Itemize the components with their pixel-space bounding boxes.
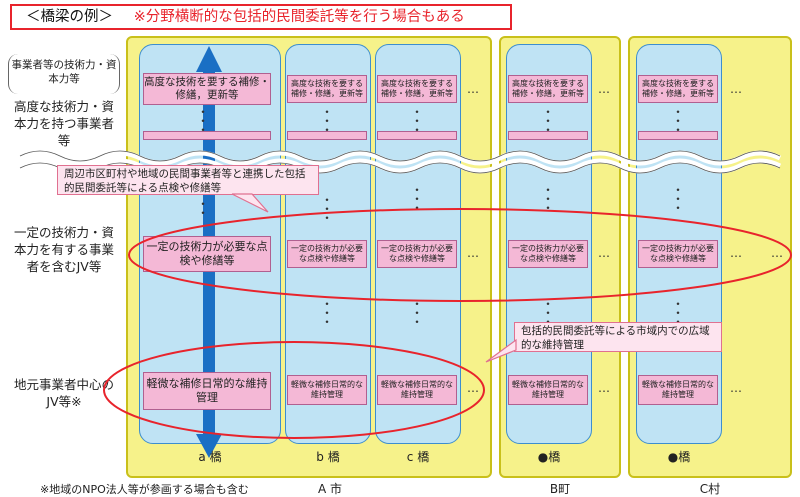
title-note: ※分野横断的な包括的民間委託等を行う場合もある [133,9,465,25]
ellipsis-cvillage-high: … [730,82,742,96]
cell-cvillage-mid-tech: 一定の技術力が必要な点検や修繕等 [638,240,718,268]
municipality-b-town: B町 [549,482,571,496]
cell-btown-high-tech: 高度な技術を要する補修・修繕，更新等 [508,75,588,103]
cell-cvillage-local: 軽微な補修日常的な維持管理 [638,375,718,405]
label-capability-brace: 事業者等の技術力・資本力等 [8,54,120,94]
cell-a-mid-tech: 一定の技術力が必要な点検や修繕等 [143,236,271,272]
bar-cvillage-high [638,131,718,140]
vdots-b-low: ・・・ [321,297,334,329]
bridge-btown-name: ●橋 [537,450,561,464]
vdots-c-upper: ・・・ [411,105,424,137]
bar-b-high [287,131,367,140]
ellipsis-cvillage-mid: … [730,246,742,260]
ellipsis-btown-high: … [598,82,610,96]
ellipsis-a-high: … [467,82,479,96]
cell-btown-mid-tech: 一定の技術力が必要な点検や修繕等 [508,240,588,268]
ellipsis-a-low: … [467,381,479,395]
ellipsis-btown-mid: … [598,246,610,260]
vdots-c-mid: ・・・ [411,183,424,215]
cell-cvillage-high-tech: 高度な技術を要する補修・修繕，更新等 [638,75,718,103]
diagram-title: ＜橋梁の例＞ ※分野横断的な包括的民間委託等を行う場合もある [10,4,512,30]
bridge-c-name: c 橋 [406,450,430,464]
callout-wide-area: 周辺市区町村や地域の民間事業者等と連携した包括的民間委託等による点検や修繕等 [57,165,319,195]
bar-c-high [377,131,457,140]
cell-c-local: 軽微な補修日常的な維持管理 [377,375,457,405]
vdots-b-mid: ・・・ [321,193,334,225]
cell-b-local: 軽微な補修日常的な維持管理 [287,375,367,405]
ellipsis-outer: … [771,246,783,260]
vdots-btown-upper: ・・・ [542,105,555,137]
vdots-cvillage-mid: ・・・ [672,183,685,215]
title-main: ＜橋梁の例＞ [26,9,113,25]
label-mid-tech-jv: 一定の技術力・資本力を有する事業者を含むJV等 [13,225,114,274]
vdots-b-upper: ・・・ [321,105,334,137]
bar-a-high [143,131,271,140]
municipality-a-city: A 市 [317,482,343,496]
cell-a-high-tech: 高度な技術を要する補修・修繕，更新等 [143,73,271,105]
bridge-b-name: b 橋 [316,450,340,464]
vdots-a-mid: ・・ [197,197,210,220]
cell-btown-local: 軽微な補修日常的な維持管理 [508,375,588,405]
cell-c-high-tech: 高度な技術を要する補修・修繕，更新等 [377,75,457,103]
bridge-a-name: a 橋 [198,450,222,464]
municipality-c-village: C村 [699,482,721,496]
vdots-c-low: ・・・ [411,297,424,329]
vdots-a-upper: ・・・ [197,105,210,137]
cell-c-mid-tech: 一定の技術力が必要な点検や修繕等 [377,240,457,268]
ellipsis-cvillage-low: … [730,381,742,395]
bar-btown-high [508,131,588,140]
label-high-tech-firms: 高度な技術力・資本力を持つ事業者等 [13,99,114,148]
ellipsis-a-mid: … [467,246,479,260]
bridge-cvillage-name: ●橋 [667,450,691,464]
cell-b-high-tech: 高度な技術を要する補修・修繕，更新等 [287,75,367,103]
cell-b-mid-tech: 一定の技術力が必要な点検や修繕等 [287,240,367,268]
label-local-jv: 地元事業者中心のJV等※ [13,377,114,409]
ellipsis-btown-low: … [598,381,610,395]
footer-note: ※地域のNPO法人等が参画する場合も含む [40,483,249,496]
vdots-cvillage-upper: ・・・ [672,105,685,137]
cell-a-local: 軽微な補修日常的な維持管理 [143,372,271,410]
callout-local-area: 包括的民間委託等による市域内での広域的な維持管理 [514,322,722,352]
vdots-btown-mid: ・・・ [542,183,555,215]
